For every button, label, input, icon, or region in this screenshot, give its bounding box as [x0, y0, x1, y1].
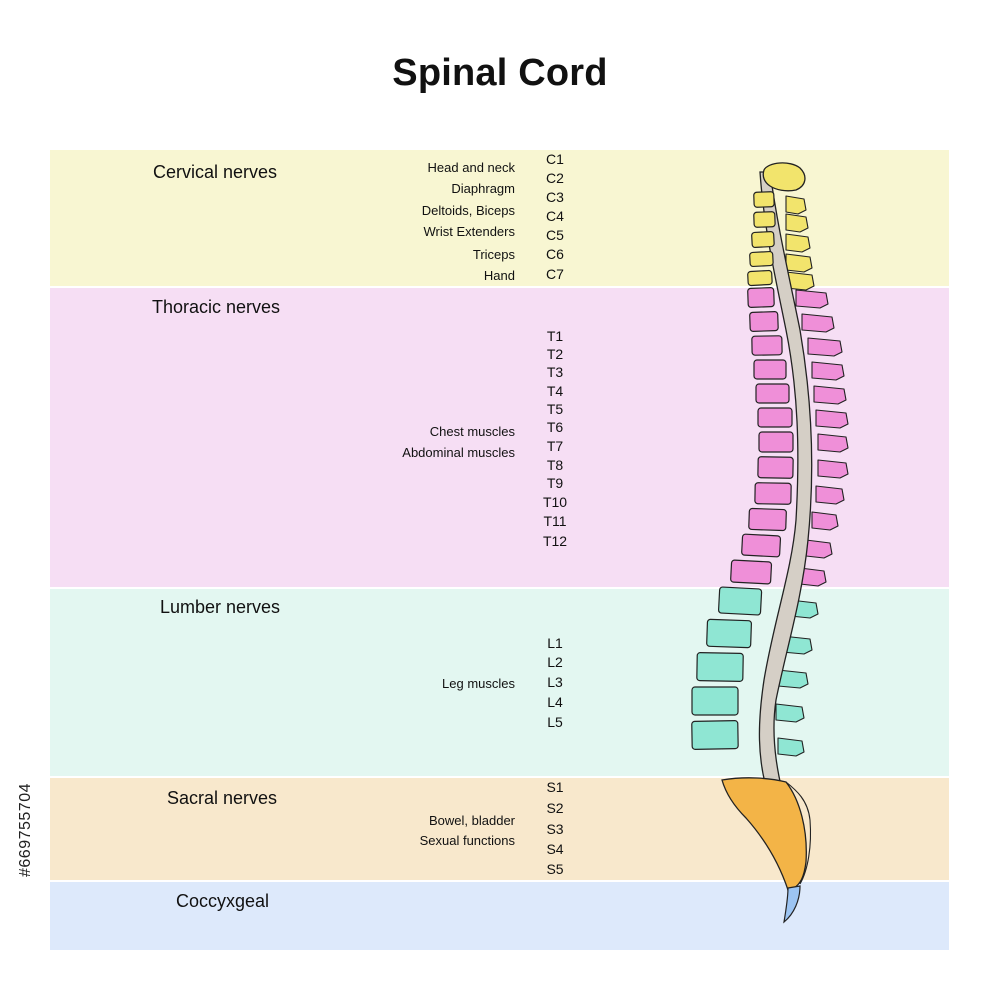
- vertebra-level-label: T6: [546, 419, 564, 435]
- vertebra-level-label: S3: [546, 821, 564, 837]
- vertebral-body: [751, 230, 775, 249]
- vertebra-level-label: S1: [546, 779, 564, 795]
- vertebral-body: [755, 383, 790, 404]
- vertebral-body: [749, 311, 779, 332]
- vertebra-level-label: T9: [546, 475, 564, 491]
- sacrum-ridge: [785, 781, 812, 885]
- vertebra-level-label: S5: [546, 861, 564, 877]
- spinous-process: [801, 313, 835, 333]
- function-label: Hand: [483, 268, 515, 283]
- vertebral-body: [753, 191, 775, 208]
- spinous-process: [807, 337, 843, 357]
- coccyx: [783, 885, 801, 924]
- vertebra-level-label: T11: [543, 513, 567, 529]
- vertebra-level-label: T4: [546, 383, 564, 399]
- vertebra-level-label: C2: [546, 170, 564, 186]
- spinous-process: [805, 539, 833, 559]
- vertebral-body: [751, 335, 783, 356]
- spinous-process: [815, 485, 845, 505]
- vertebra-level-label: T12: [542, 533, 568, 549]
- vertebral-body: [706, 618, 753, 649]
- thoracic-label: Thoracic nerves: [152, 297, 281, 317]
- spinous-process: [795, 289, 829, 309]
- function-label: Diaphragm: [451, 181, 515, 196]
- vertebral-body: [753, 211, 776, 228]
- spinous-processes: [775, 195, 849, 757]
- vertebra-level-label: C7: [546, 266, 564, 282]
- vertebral-body: [730, 559, 773, 585]
- function-label: Chest muscles: [429, 424, 515, 439]
- vertebra-level-label: T1: [546, 328, 564, 344]
- vertebra-level-label: L2: [547, 654, 563, 670]
- vertebra-level-label: C1: [546, 151, 564, 167]
- spinous-process: [785, 213, 809, 233]
- sacrum: [721, 777, 807, 891]
- vertebral-body: [717, 586, 763, 616]
- atlas-vertebra: [762, 162, 806, 192]
- spinous-process: [785, 195, 807, 215]
- lumbar-label: Lumber nerves: [160, 597, 281, 617]
- spinous-process: [817, 433, 849, 453]
- vertebral-body: [758, 431, 794, 453]
- vertebral-body: [691, 720, 739, 750]
- vertebral-body: [741, 533, 782, 558]
- vertebra-level-label: C6: [546, 246, 564, 262]
- vertebra-level-label: C3: [546, 189, 564, 205]
- sacral-label: Sacral nerves: [167, 788, 278, 808]
- vertebra-level-label: T8: [546, 457, 564, 473]
- function-label: Wrist Extenders: [423, 224, 515, 239]
- vertebra-level-label: T2: [546, 346, 564, 362]
- function-label: Sexual functions: [419, 833, 515, 848]
- spinous-process: [785, 253, 813, 273]
- vertebral-body: [757, 407, 793, 428]
- vertebra-level-label: S4: [546, 841, 564, 857]
- vertebra-level-label: C5: [546, 227, 564, 243]
- vertebra-level-label: S2: [546, 800, 564, 816]
- vertebral-body: [753, 359, 787, 380]
- function-label: Abdominal muscles: [402, 445, 515, 460]
- vertebral-body: [747, 269, 773, 287]
- function-label: Head and neck: [427, 160, 515, 175]
- spinous-process: [815, 409, 849, 429]
- vertebra-level-label: T3: [546, 364, 564, 380]
- spinous-process: [813, 385, 847, 405]
- diagram-title: Spinal Cord: [392, 52, 608, 94]
- vertebral-body: [696, 652, 744, 682]
- vertebra-level-label: L4: [547, 694, 563, 710]
- spinous-process: [811, 361, 845, 381]
- spinous-process: [785, 233, 811, 253]
- function-label: Leg muscles: [442, 676, 515, 691]
- vertebra-level-label: L1: [547, 635, 563, 651]
- vertebral-body: [757, 456, 794, 479]
- vertebra-level-label: L3: [547, 674, 563, 690]
- vertebral-bodies: [691, 191, 794, 750]
- coccygeal-label: Coccyxgeal: [176, 891, 270, 911]
- vertebra-level-label: T5: [546, 401, 564, 417]
- function-label: Triceps: [472, 247, 515, 262]
- function-label: Deltoids, Biceps: [421, 203, 515, 218]
- cervical-label: Cervical nerves: [153, 162, 278, 182]
- vertebral-body: [754, 482, 792, 505]
- vertebral-body: [748, 507, 787, 532]
- spinous-process: [777, 737, 805, 757]
- spinous-process: [817, 459, 849, 479]
- vertebra-level-label: C4: [546, 208, 564, 224]
- vertebral-body: [747, 287, 775, 308]
- spinous-process: [775, 703, 805, 723]
- vertebra-level-label: T10: [542, 494, 568, 510]
- vertebra-level-label: T7: [546, 438, 564, 454]
- vertebral-body: [749, 250, 774, 268]
- function-label: Bowel, bladder: [429, 813, 515, 828]
- spinous-process: [811, 511, 839, 531]
- vertebra-level-label: L5: [547, 714, 563, 730]
- vertebral-body: [691, 686, 739, 716]
